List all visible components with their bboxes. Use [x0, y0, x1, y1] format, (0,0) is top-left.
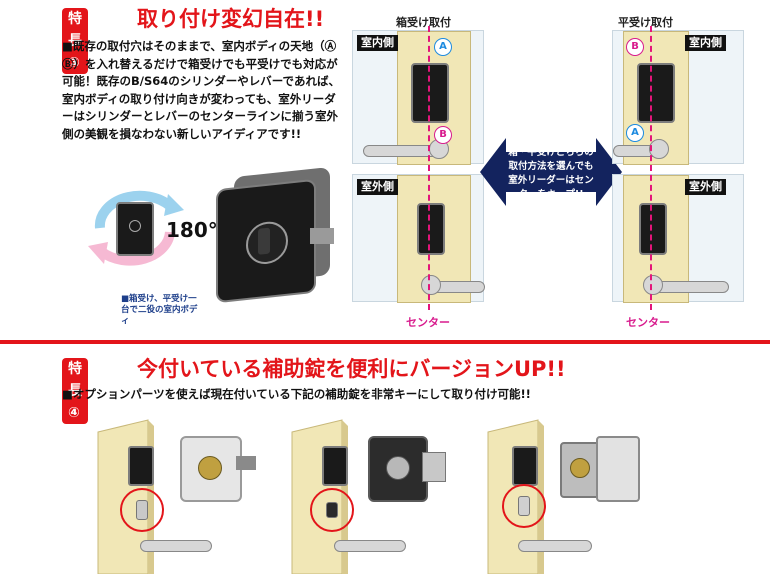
center-keep-text: 箱・平受けどちらの取付方法を選んでも室外リーダーはセンターをキープ!!	[508, 147, 594, 200]
box-strike-mark-a: A	[434, 38, 452, 56]
indoor-body-product	[206, 166, 334, 304]
aux-lock-3-product	[560, 442, 600, 498]
aux-lock-3	[478, 414, 658, 574]
aux-lock-1-lever	[140, 540, 212, 552]
flat-strike-centerline	[650, 26, 652, 310]
feature3-description: ■既存の取付穴はそのままで、室内ボディの天地（Ⓐ Ⓑ）を入れ替えるだけで箱受けで…	[62, 39, 340, 141]
aux-lock-1-body	[128, 446, 154, 486]
box-strike-diagram: 箱受け取付 室内側 室外側 A B センター	[352, 14, 488, 330]
feature3-badge: 特長③	[62, 8, 88, 74]
double-arrow-icon	[480, 138, 622, 206]
feature4-badge: 特長④	[62, 358, 88, 424]
feature3-title: 取り付け変幻自在!!	[137, 7, 325, 31]
box-strike-center-label: センター	[406, 316, 450, 329]
aux-lock-2-product	[368, 436, 428, 502]
box-strike-outdoor-panel: 室外側	[352, 174, 485, 303]
rotation-lock-icon	[116, 202, 154, 256]
center-keep-callout: 箱・平受けどちらの取付方法を選んでも室外リーダーはセンターをキープ!!	[480, 120, 622, 224]
box-strike-mark-b: B	[434, 126, 452, 144]
flat-strike-outdoor-tag: 室外側	[685, 179, 726, 195]
indoor-body-caption: ■箱受け、平受け一台で二役の室内ボディ	[121, 294, 198, 326]
aux-lock-1-highlight	[120, 488, 164, 532]
box-strike-indoor-tag: 室内側	[357, 35, 398, 51]
aux-lock-3-lever	[518, 540, 592, 552]
box-strike-outdoor-reader	[417, 203, 445, 255]
indoor-body-face	[216, 178, 316, 304]
aux-lock-3-highlight	[502, 484, 546, 528]
flat-strike-indoor-lock	[637, 63, 675, 123]
aux-lock-3-body	[512, 446, 538, 486]
aux-lock-2-body	[322, 446, 348, 486]
aux-lock-2	[282, 414, 462, 574]
box-strike-label: 箱受け取付	[396, 16, 451, 29]
flat-strike-diagram: 平受け取付 室内側 室外側 B A センター	[612, 14, 748, 330]
flat-strike-outdoor-reader	[639, 203, 667, 255]
rotation-illustration	[80, 188, 190, 268]
box-strike-centerline	[428, 26, 430, 310]
flat-strike-indoor-tag: 室内側	[685, 35, 726, 51]
box-strike-indoor-panel: 室内側	[352, 30, 484, 165]
aux-lock-2-lever	[334, 540, 406, 552]
flat-strike-mark-a: A	[626, 124, 644, 142]
flat-strike-label: 平受け取付	[618, 16, 673, 29]
box-strike-indoor-lock	[411, 63, 449, 123]
flat-strike-center-label: センター	[626, 316, 670, 329]
flat-strike-mark-b: B	[626, 38, 644, 56]
section-divider	[0, 340, 770, 344]
aux-lock-1	[88, 414, 268, 574]
box-strike-outdoor-tag: 室外側	[357, 179, 398, 195]
feature4-title: 今付いている補助錠を便利にバージョンUP!!	[137, 357, 566, 381]
aux-lock-1-product	[180, 436, 242, 502]
aux-lock-2-highlight	[310, 488, 354, 532]
feature4-description: ■オプションパーツを使えば現在付いている下記の補助錠を非常キーにして取り付け可能…	[62, 387, 531, 401]
rotation-degree: 180°	[166, 218, 218, 242]
flat-strike-indoor-panel: 室内側	[612, 30, 744, 165]
flat-strike-outdoor-panel: 室外側	[612, 174, 744, 303]
rotation-arrows-icon	[88, 190, 184, 266]
